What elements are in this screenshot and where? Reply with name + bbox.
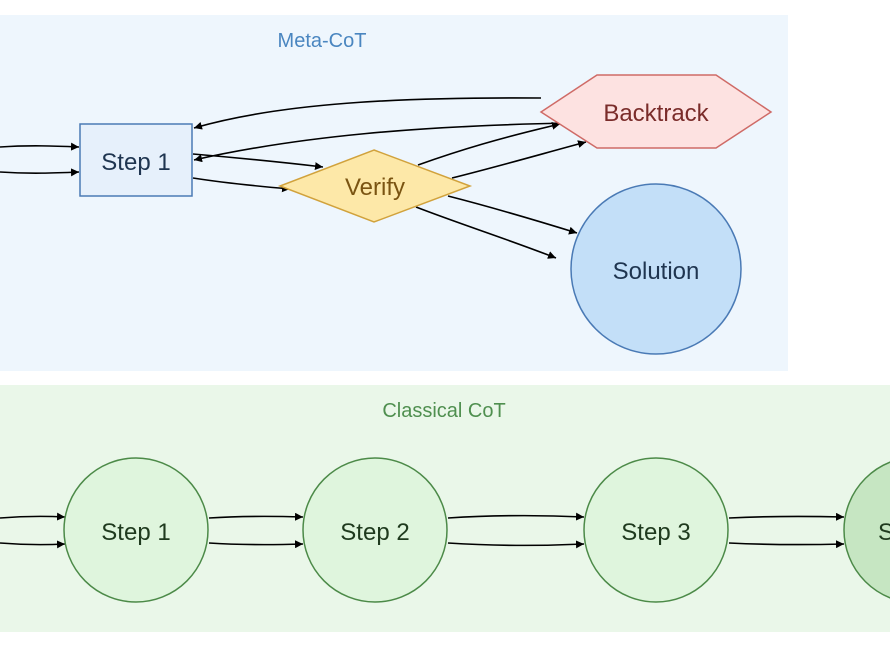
node-classic-final-label: S (878, 519, 890, 546)
edge-verify-to-solution-a (447, 195, 578, 235)
edge-meta-step1-to-verify-b (192, 177, 291, 193)
node-solution-shape (570, 183, 742, 355)
node-classic-step3-label: Step 3 (621, 519, 690, 546)
node-classic-step3[interactable]: Step 3 (583, 457, 729, 603)
classical-cot-cluster-title: Classical CoT (382, 400, 505, 422)
node-backtrack-label: Backtrack (603, 100, 709, 127)
node-verify-label: Verify (345, 174, 405, 201)
edge-input-to-meta-step1-b (0, 168, 80, 177)
node-solution[interactable]: Solution (570, 183, 742, 355)
edge-verify-to-solution-b (415, 206, 557, 259)
edge-meta-step1-to-verify-a (192, 153, 324, 171)
edge-verify-to-backtrack-b (451, 140, 587, 179)
edge-backtrack-to-meta-step1-b (193, 122, 569, 163)
node-classic-step2-shape (302, 457, 448, 603)
node-classic-step2-label: Step 2 (340, 519, 409, 546)
node-backtrack[interactable]: Backtrack (539, 74, 773, 149)
node-meta-step1-shape (79, 123, 193, 197)
node-classic-step1-label: Step 1 (101, 519, 170, 546)
edge-input-to-meta-step1-a (0, 142, 80, 151)
node-classic-step3-shape (583, 457, 729, 603)
edge-classic-step3-to-final-b (728, 540, 845, 549)
node-classic-final[interactable]: S (843, 457, 890, 603)
node-classic-final-shape (843, 461, 890, 599)
meta-cot-cluster-title: Meta-CoT (278, 30, 367, 52)
edge-input-to-classic-step1-a (0, 512, 66, 521)
classical-cot-edges (0, 512, 845, 549)
edge-backtrack-to-meta-step1-a (193, 97, 542, 130)
edge-input-to-classic-step1-b (0, 540, 66, 549)
node-verify-shape (277, 149, 473, 223)
node-solution-label: Solution (613, 258, 700, 285)
edge-classic-step2-to-step3-b (447, 540, 585, 549)
meta-cot-edges (0, 97, 587, 259)
node-meta-step1-label: Step 1 (101, 149, 170, 176)
edge-classic-step1-to-step2-b (208, 540, 304, 549)
node-classic-step1-shape (63, 457, 209, 603)
node-meta-step1[interactable]: Step 1 (79, 123, 193, 197)
edge-classic-step1-to-step2-a (208, 512, 304, 521)
node-verify[interactable]: Verify (277, 149, 473, 223)
edge-verify-to-backtrack-a (417, 121, 561, 166)
node-classic-step2[interactable]: Step 2 (302, 457, 448, 603)
edge-classic-step2-to-step3-a (447, 512, 585, 521)
node-backtrack-shape (539, 74, 773, 149)
edge-classic-step3-to-final-a (728, 512, 845, 521)
node-classic-step1[interactable]: Step 1 (63, 457, 209, 603)
